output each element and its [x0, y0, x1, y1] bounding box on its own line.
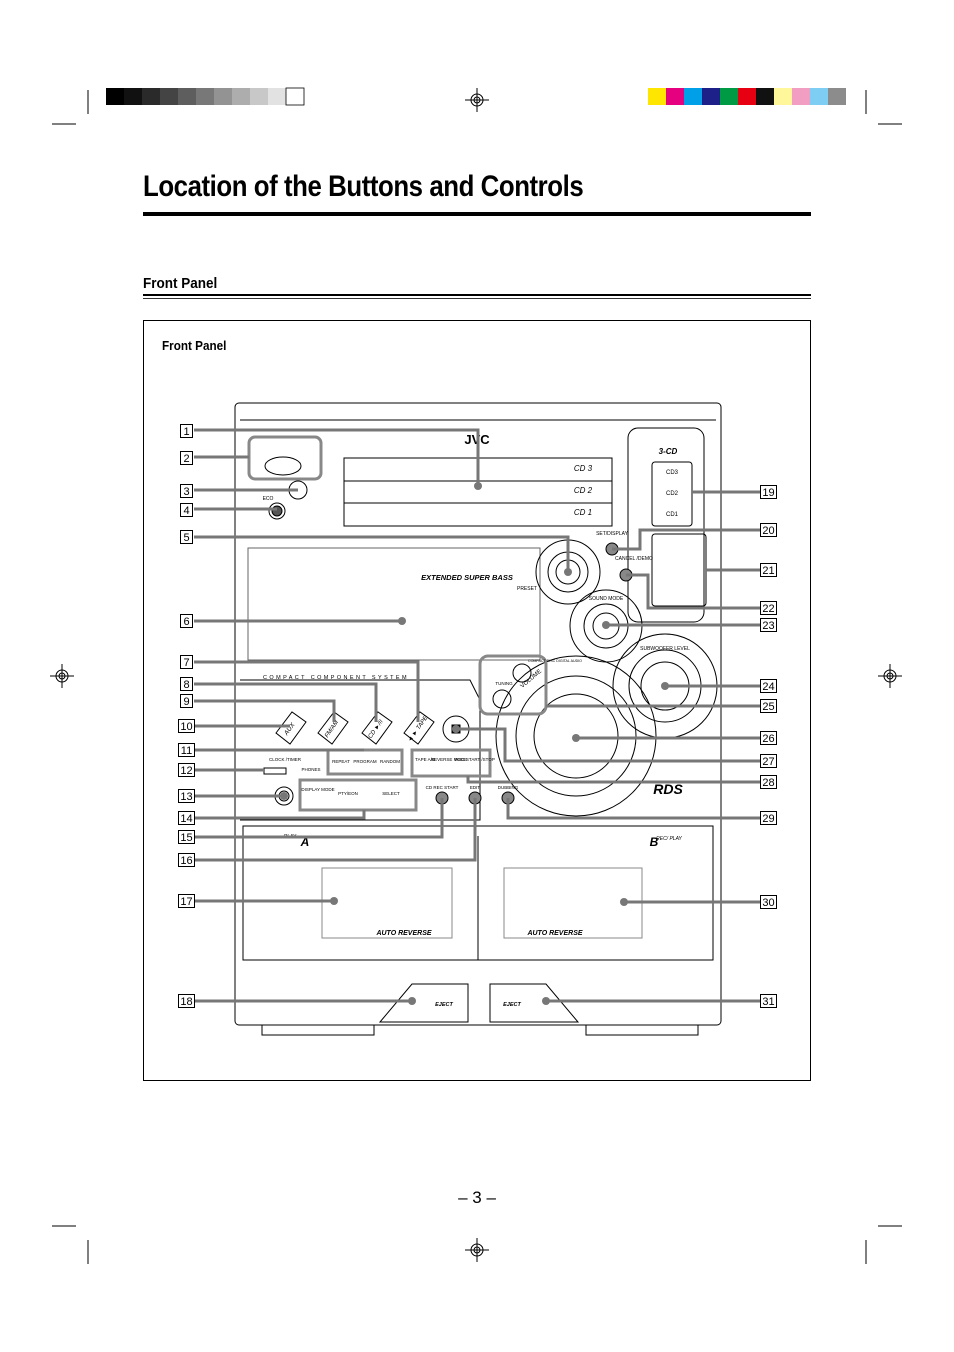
- disc-cd2-label: CD2: [666, 491, 679, 497]
- preset-label: PRESET: [517, 586, 537, 592]
- cd3-tray-label: CD 3: [574, 464, 593, 473]
- rec-play-label: REC/ PLAY: [656, 836, 682, 842]
- figure-frame: [143, 320, 811, 1081]
- callout-5: 5: [183, 532, 189, 544]
- dubbing-label: DUBBING: [498, 785, 519, 790]
- cd2-tray-label: CD 2: [574, 486, 593, 495]
- callout-25: 25: [762, 701, 774, 713]
- tuning-label: TUNING: [495, 681, 513, 686]
- callout-21: 21: [762, 565, 774, 577]
- callout-26: 26: [762, 733, 774, 745]
- sound-mode-label: SOUND MODE: [589, 596, 624, 602]
- tape-ab-label: TAPE A/B: [415, 757, 435, 762]
- callout-10: 10: [180, 721, 192, 733]
- deck-b-label: B: [650, 835, 659, 849]
- cd1-tray-label: CD 1: [574, 508, 592, 517]
- callout-31: 31: [762, 996, 774, 1008]
- callout-2: 2: [183, 453, 189, 465]
- callout-27: 27: [762, 756, 774, 768]
- aux-button-label: AUX: [282, 721, 296, 737]
- disc-cd1-label: CD1: [666, 512, 679, 518]
- callout-18: 18: [180, 996, 192, 1008]
- callout-23: 23: [762, 620, 774, 632]
- cd-rec-start-label: CD REC START: [426, 785, 459, 790]
- cancel-demo-label: CANCEL /DEMO: [615, 556, 653, 562]
- registration-marks: [50, 88, 902, 1264]
- callout-7: 7: [183, 657, 189, 669]
- leader-dots: [280, 482, 669, 1005]
- select-label: SELECT: [382, 791, 400, 796]
- page-number: – 3 –: [458, 1188, 496, 1207]
- set-display-label: SET/DISPLAY: [596, 531, 629, 537]
- callout-1: 1: [183, 426, 189, 438]
- leader-lines: [194, 428, 760, 1003]
- color-bar: [648, 88, 846, 105]
- auto-reverse-b-label: AUTO REVERSE: [526, 930, 582, 937]
- callout-9: 9: [183, 696, 189, 708]
- title-rule: [143, 212, 811, 216]
- subwoofer-level-label: SUBWOOFER LEVEL: [640, 646, 690, 652]
- random-label: RANDOM: [380, 759, 400, 764]
- program-label: PROGRAM: [353, 759, 377, 764]
- figure-label: Front Panel: [162, 338, 227, 353]
- callout-12: 12: [180, 765, 192, 777]
- callout-6: 6: [183, 616, 189, 628]
- callout-30: 30: [762, 897, 774, 909]
- callout-20: 20: [762, 525, 774, 537]
- auto-reverse-a-label: AUTO REVERSE: [375, 930, 431, 937]
- callout-4: 4: [183, 505, 189, 517]
- disc-cd3-label: CD3: [666, 470, 679, 476]
- callout-29: 29: [762, 813, 774, 825]
- section-heading: Front Panel: [143, 275, 218, 292]
- callout-14: 14: [180, 813, 192, 825]
- pty-eon-label: PTY/EON: [338, 791, 358, 796]
- display-mode-label: DISPLAY MODE: [301, 787, 334, 792]
- phones-label: PHONES: [301, 767, 320, 772]
- eject-a-label: EJECT: [435, 1002, 453, 1008]
- callout-19: 19: [762, 487, 774, 499]
- control-buttons: [247, 435, 548, 812]
- grayscale-bar: [106, 87, 305, 106]
- callout-28: 28: [762, 777, 774, 789]
- callout-8: 8: [183, 679, 189, 691]
- eject-b-label: EJECT: [503, 1002, 521, 1008]
- callout-17: 17: [180, 896, 192, 908]
- clock-timer-label: CLOCK /TIMER: [269, 757, 302, 762]
- edit-label: EDIT: [470, 785, 481, 790]
- eco-label: ECO: [263, 496, 274, 502]
- right-callouts: 19 20 21 22 23 24 25 26 27 28 29 30 31: [760, 485, 777, 1008]
- callout-3: 3: [183, 486, 189, 498]
- device-body: [234, 402, 722, 1036]
- compact-component-system-label: COMPACT COMPONENT SYSTEM: [263, 675, 409, 681]
- page-title: Location of the Buttons and Controls: [143, 170, 584, 203]
- callout-22: 22: [762, 603, 774, 615]
- deck-a-label: A: [300, 835, 310, 849]
- callout-24: 24: [762, 681, 774, 693]
- compact-disc-logo: COMPACT DISC DIGITAL AUDIO: [528, 659, 582, 663]
- rec-start-stop-label: REC START /STOP: [455, 757, 495, 762]
- repeat-label: REPEAT: [332, 759, 350, 764]
- callout-16: 16: [180, 855, 192, 867]
- section-rule: [143, 294, 811, 296]
- device-labels: JVC CD 3 CD 2 CD 1 3-CD CD3 CD2 CD1 EXTE…: [263, 432, 691, 1008]
- extended-super-bass-label: EXTENDED SUPER BASS: [421, 573, 513, 582]
- callout-15: 15: [180, 832, 192, 844]
- cd-changer-label: 3-CD: [659, 447, 678, 456]
- reverse-mode-label: REVERSE MODE: [431, 757, 467, 762]
- callout-13: 13: [180, 791, 192, 803]
- callout-11: 11: [181, 745, 192, 757]
- rds-logo: RDS: [653, 781, 683, 797]
- left-callouts: 1 2 3 4 5 6 7 8 9 10 11 12 13 14 15 16 1…: [178, 424, 195, 1008]
